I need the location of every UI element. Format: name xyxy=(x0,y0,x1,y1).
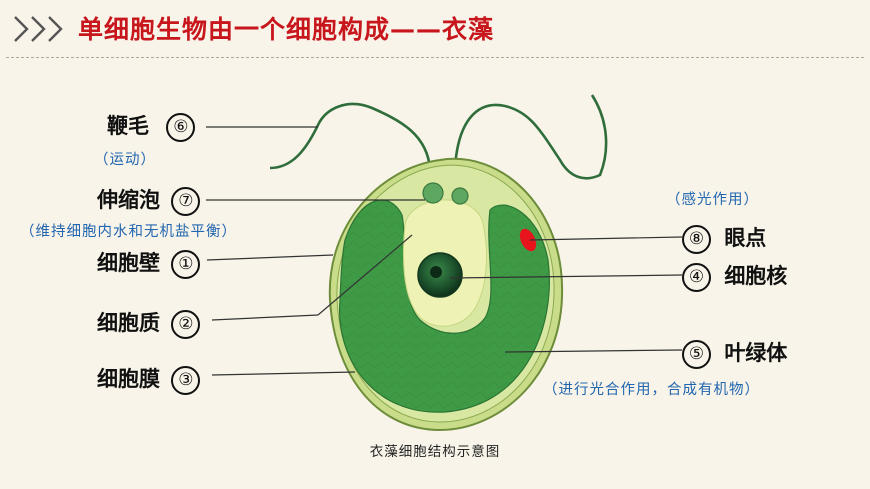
label-wall: 细胞壁 ① xyxy=(97,247,201,279)
eyespot xyxy=(519,228,537,252)
label-flagellum-number: ⑥ xyxy=(166,112,196,142)
page-title: 单细胞生物由一个细胞构成——衣藻 xyxy=(78,15,495,44)
leader-cytoplasm xyxy=(211,314,319,321)
leader-membrane xyxy=(211,371,356,376)
leader-wall xyxy=(206,254,334,261)
figure-caption: 衣藻细胞结构示意图 xyxy=(369,444,501,460)
contractile-vacuole-2 xyxy=(451,187,469,205)
label-cytoplasm-number: ② xyxy=(171,309,201,339)
label-membrane-text: 细胞膜 xyxy=(97,367,160,391)
label-flagellum-text: 鞭毛 xyxy=(107,114,149,138)
label-vacuole-text: 伸缩泡 xyxy=(97,188,160,212)
label-nucleus-number: ④ xyxy=(682,262,711,292)
note-flagellum: （运动） xyxy=(94,152,156,168)
label-vacuole: 伸缩泡 ⑦ xyxy=(97,184,201,216)
label-nucleus-text: 细胞核 xyxy=(724,264,788,288)
label-eyespot-number: ⑧ xyxy=(682,224,711,254)
note-eyespot: （感光作用） xyxy=(666,192,759,208)
label-flagellum: 鞭毛 ⑥ xyxy=(107,110,196,142)
title-divider xyxy=(6,57,864,58)
label-vacuole-number: ⑦ xyxy=(171,186,201,216)
leader-nucleus xyxy=(449,274,683,279)
label-eyespot: ⑧ 眼点 xyxy=(682,222,766,254)
label-membrane: 细胞膜 ③ xyxy=(97,363,201,395)
label-chloroplast-text: 叶绿体 xyxy=(724,341,788,365)
label-nucleus: ④ 细胞核 xyxy=(682,260,787,292)
header: 单细胞生物由一个细胞构成——衣藻 xyxy=(0,0,870,62)
label-chloroplast-number: ⑤ xyxy=(682,339,711,369)
flagellum-left xyxy=(269,102,432,171)
note-vacuole: （维持细胞内水和无机盐平衡） xyxy=(20,224,237,240)
label-wall-number: ① xyxy=(171,249,201,279)
label-eyespot-text: 眼点 xyxy=(724,226,767,250)
leader-eyespot xyxy=(529,236,683,241)
leader-cytoplasm-2 xyxy=(317,234,413,316)
label-wall-text: 细胞壁 xyxy=(97,251,160,275)
label-chloroplast: ⑤ 叶绿体 xyxy=(682,337,787,369)
flagellum-right xyxy=(453,94,608,180)
note-chloroplast: （进行光合作用，合成有机物） xyxy=(543,382,760,398)
leader-chloroplast xyxy=(504,349,683,353)
contractile-vacuole-1 xyxy=(422,182,444,204)
label-cytoplasm: 细胞质 ② xyxy=(97,307,201,339)
chevron-right-icon xyxy=(14,16,63,42)
label-cytoplasm-text: 细胞质 xyxy=(97,311,160,335)
label-membrane-number: ③ xyxy=(171,365,201,395)
